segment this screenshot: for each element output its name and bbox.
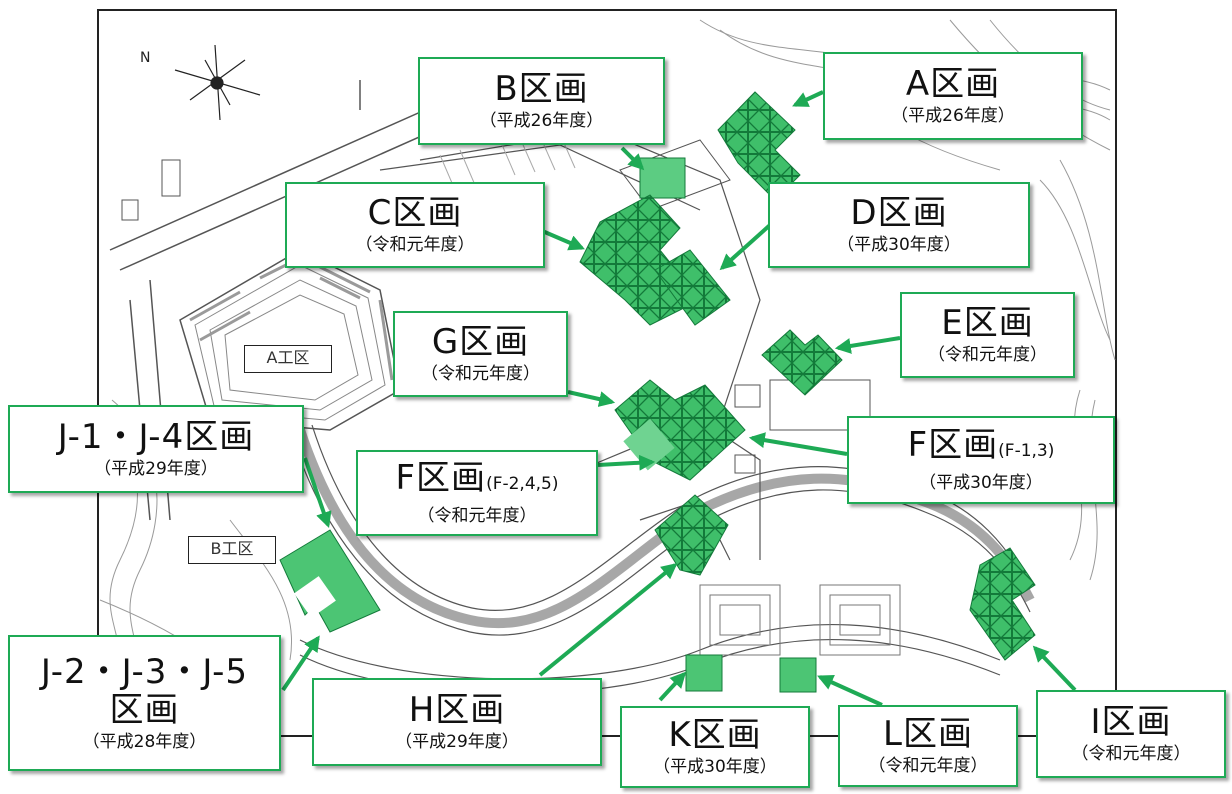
- section-label-d: D区画 （平成30年度）: [768, 182, 1030, 268]
- section-year: （平成26年度）: [479, 111, 604, 131]
- section-title: F区画(F-2,4,5): [396, 459, 559, 503]
- section-year: （令和元年度）: [417, 506, 537, 526]
- section-label-h: H区画 （平成29年度）: [312, 678, 602, 766]
- section-label-k: K区画 （平成30年度）: [620, 706, 810, 788]
- section-year: （平成29年度）: [94, 459, 218, 479]
- section-b-shape: [639, 157, 686, 199]
- section-label-f245: F区画(F-2,4,5) （令和元年度）: [356, 450, 598, 536]
- section-year: （令和元年度）: [355, 235, 475, 255]
- section-year: （平成26年度）: [891, 106, 1015, 126]
- work-area-a-label: A工区: [244, 345, 332, 373]
- section-year: （平成30年度）: [653, 757, 777, 777]
- section-title: A区画: [905, 64, 1001, 104]
- section-year: （平成30年度）: [837, 235, 961, 255]
- section-a-shape: [717, 91, 801, 201]
- section-title-line2: 区画: [109, 690, 180, 730]
- section-j14-hole: [294, 576, 336, 618]
- section-label-b: B区画 （平成26年度）: [418, 57, 665, 145]
- section-label-e: E区画 （令和元年度）: [900, 292, 1075, 378]
- section-k-shape: [685, 654, 723, 692]
- section-title: J-1・J-4区画: [57, 417, 255, 457]
- terraced-basins: [699, 584, 901, 656]
- section-i-shape: [969, 547, 1036, 661]
- leader-arrows: [281, 90, 1077, 707]
- section-g-inner: [623, 418, 675, 471]
- section-title: H区画: [408, 690, 506, 730]
- section-label-i: I区画 （令和元年度）: [1036, 690, 1226, 778]
- section-year: （令和元年度）: [1071, 744, 1191, 764]
- section-l-shape: [779, 657, 817, 693]
- section-title: J-2・J-3・J-5: [40, 652, 249, 692]
- work-area-b-label: B工区: [188, 536, 276, 564]
- section-year: （令和元年度）: [868, 756, 988, 776]
- section-year: （平成30年度）: [919, 473, 1043, 493]
- section-year: （令和元年度）: [928, 345, 1047, 365]
- hatch-a: [189, 256, 394, 381]
- section-title: E区画: [941, 303, 1034, 343]
- section-e-shape: [761, 329, 843, 396]
- section-title: K区画: [668, 715, 762, 755]
- section-title: B区画: [494, 69, 589, 109]
- section-title: D区画: [850, 193, 948, 233]
- section-title: C区画: [367, 193, 463, 233]
- section-title-suffix: (F-1,3): [998, 441, 1055, 461]
- section-label-l: L区画 （令和元年度）: [838, 705, 1018, 787]
- section-year: （令和元年度）: [421, 364, 540, 384]
- section-label-f13: F区画(F-1,3) （平成30年度）: [847, 416, 1115, 504]
- section-year: （平成29年度）: [395, 732, 519, 752]
- north-label: N: [140, 50, 150, 66]
- section-title: L区画: [883, 714, 973, 754]
- section-label-g: G区画 （令和元年度）: [393, 311, 568, 397]
- section-title: G区画: [431, 322, 530, 362]
- section-label-a: A区画 （平成26年度）: [823, 52, 1083, 140]
- section-title-main: F区画: [907, 425, 999, 465]
- section-title: F区画(F-1,3): [908, 426, 1055, 470]
- section-label-j235: J-2・J-3・J-5 区画 （平成28年度）: [8, 635, 281, 771]
- section-title-main: F区画: [395, 458, 487, 498]
- section-year: （平成28年度）: [82, 732, 207, 752]
- section-shapes: [279, 91, 1036, 693]
- section-d-shape: [654, 249, 731, 326]
- north-arrow-icon: [174, 44, 261, 121]
- section-label-c: C区画 （令和元年度）: [285, 182, 545, 268]
- section-label-j14: J-1・J-4区画 （平成29年度）: [8, 405, 304, 493]
- section-title: I区画: [1090, 702, 1172, 742]
- section-title-suffix: (F-2,4,5): [486, 474, 559, 494]
